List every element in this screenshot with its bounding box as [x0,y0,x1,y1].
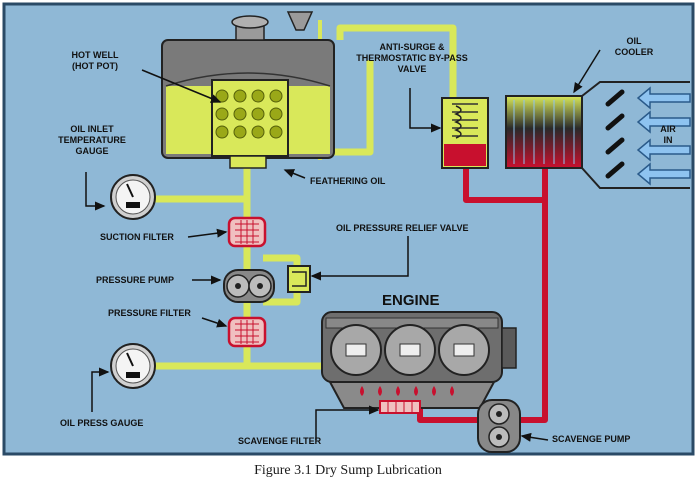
label-oil-inlet-2: TEMPERATURE [58,135,126,145]
label-oil-press-gauge: OIL PRESS GAUGE [60,418,143,428]
label-oil-inlet-1: OIL INLET [70,124,114,134]
label-oil-cooler-1: OIL [627,36,643,46]
oil-tank [161,11,335,169]
oil-inlet-temperature-gauge [110,174,156,220]
engine-cylinders [330,324,490,376]
leader-lines [85,49,601,442]
air-in-arrows [636,86,691,186]
label-scavenge-filter: SCAVENGE FILTER [238,436,322,446]
scavenge-pump [477,399,521,453]
label-engine: ENGINE [382,292,440,309]
pressure-filter [227,316,267,348]
label-air-in-1: AIR [660,124,676,134]
hot-well-holes [215,89,283,139]
label-pressure-pump: PRESSURE PUMP [96,275,174,285]
label-pressure-filter: PRESSURE FILTER [108,308,191,318]
label-hot-well-2: (HOT POT) [72,61,118,71]
label-oil-inlet-3: GAUGE [75,146,108,156]
figure-caption: Figure 3.1 Dry Sump Lubrication [254,463,442,478]
pressure-pump [223,269,275,303]
scavenge-filter [379,400,421,414]
oil-pressure-relief-valve [287,265,311,293]
anti-surge-valve [441,97,489,169]
label-hot-well-1: HOT WELL [72,50,119,60]
cooler-fins [513,100,575,164]
air-shutters [605,89,625,179]
label-anti-surge-3: VALVE [398,64,427,74]
supply-pipes [150,24,457,370]
oil-press-gauge [110,343,156,389]
label-relief-valve: OIL PRESSURE RELIEF VALVE [336,223,469,233]
oil-cooler [505,81,690,189]
label-scavenge-pump: SCAVENGE PUMP [552,434,630,444]
oil-drips [360,386,454,396]
label-anti-surge-2: THERMOSTATIC BY-PASS [356,53,468,63]
label-feathering-oil: FEATHERING OIL [310,176,386,186]
label-suction-filter: SUCTION FILTER [100,232,174,242]
labels: HOT WELL (HOT POT) OIL INLET TEMPERATURE… [58,36,676,446]
label-anti-surge-1: ANTI-SURGE & [380,42,446,52]
label-oil-cooler-2: COOLER [615,47,654,57]
label-air-in-2: IN [664,135,673,145]
suction-filter [227,216,267,248]
engine [321,311,517,409]
